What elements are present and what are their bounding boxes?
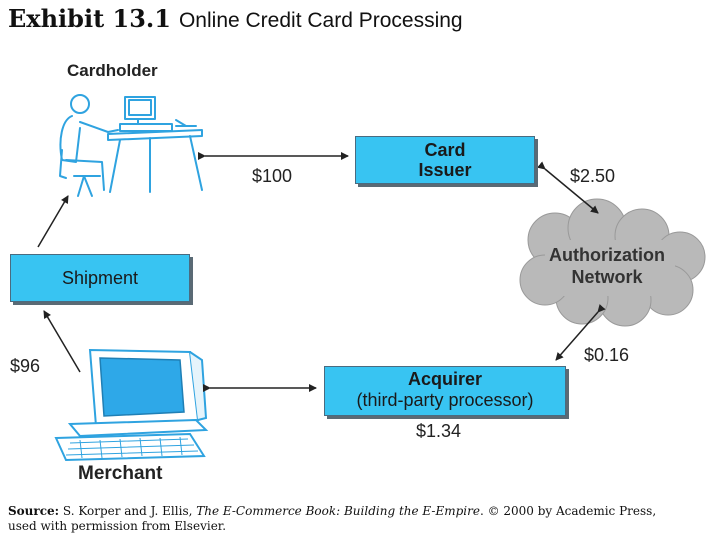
source-rest: . © 2000 by Academic Press, [479, 504, 657, 518]
source-line2: used with permission from Elsevier. [8, 519, 227, 533]
arrow-shipment-cardholder [37, 195, 69, 248]
acquirer-line1: Acquirer [407, 369, 483, 389]
authorization-label-line1: Authorization [549, 245, 665, 265]
cardholder-label: Cardholder [67, 61, 158, 80]
source-line1: Source: S. Korper and J. Ellis, The E-Co… [8, 504, 708, 519]
arrow-network-acquirer [555, 304, 606, 361]
authorization-label-line2: Network [571, 267, 643, 287]
acquirer-box: Acquirer (third-party processor) [324, 366, 566, 416]
merchant-computer-icon [54, 348, 209, 462]
source-citation: Source: S. Korper and J. Ellis, The E-Co… [8, 504, 708, 534]
shipment-label: Shipment [61, 268, 139, 288]
merchant-label: Merchant [78, 463, 163, 484]
amount-issuer-network: $2.50 [570, 166, 616, 186]
shipment-box: Shipment [10, 254, 190, 302]
acquirer-line2: (third-party processor) [356, 390, 534, 410]
arrow-merchant-shipment [43, 310, 81, 373]
exhibit-title: Exhibit 13.1 Online Credit Card Processin… [8, 4, 463, 33]
source-authors: S. Korper and J. Ellis, [62, 504, 193, 518]
exhibit-number: Exhibit 13.1 [8, 4, 171, 33]
card-issuer-box: Card Issuer [355, 136, 535, 184]
arrow-issuer-network [537, 161, 599, 214]
amount-merchant-shipment: $96 [10, 356, 41, 376]
amount-network-acquirer: $0.16 [584, 345, 630, 365]
exhibit-subtitle: Online Credit Card Processing [178, 9, 463, 32]
authorization-network-cloud [519, 198, 706, 327]
source-label: Source: [8, 504, 60, 518]
card-issuer-line1: Card [424, 140, 466, 160]
cardholder-icon [59, 94, 203, 197]
source-book-title: The E-Commerce Book: Building the E-Empi… [196, 504, 480, 518]
amount-cardholder-issuer: $100 [252, 166, 293, 186]
card-issuer-line2: Issuer [418, 160, 472, 180]
amount-acquirer: $1.34 [416, 421, 462, 441]
